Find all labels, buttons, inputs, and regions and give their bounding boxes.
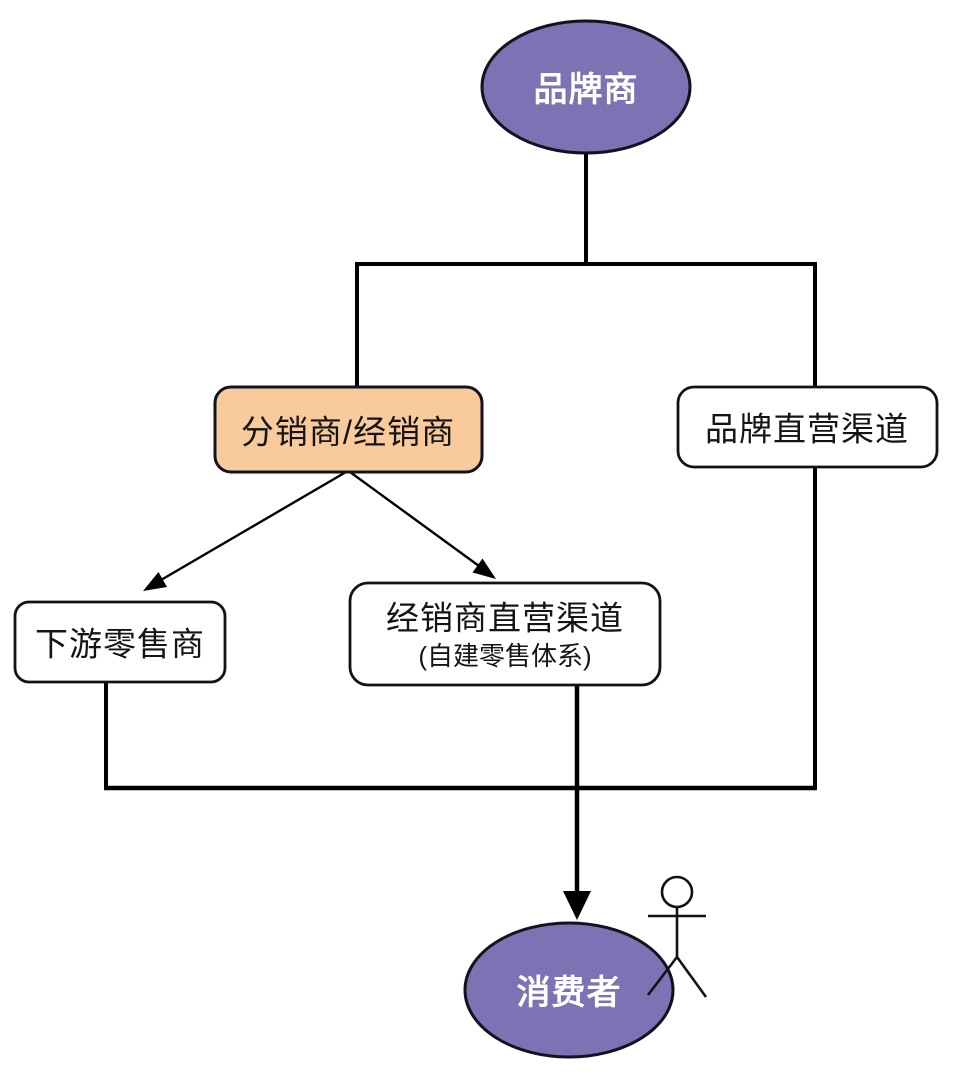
person-actor-icon — [646, 875, 708, 998]
consumer-ellipse — [463, 921, 675, 1059]
distributor-box — [213, 385, 484, 474]
edge-distributor-to-dealer-direct — [349, 471, 496, 579]
arrowhead-consumer — [563, 891, 591, 920]
edge-merge-to-consumer — [104, 465, 817, 920]
distributor-label: 分销商/经销商 — [241, 414, 455, 451]
node-retailer: 下游零售商 — [13, 600, 227, 684]
brand-direct-label: 品牌直营渠道 — [705, 411, 909, 448]
consumer-label: 消费者 — [517, 974, 622, 1012]
retailer-box — [13, 600, 227, 684]
brand-direct-box — [676, 385, 939, 469]
node-brand-direct: 品牌直营渠道 — [676, 385, 939, 469]
node-dealer-direct: 经销商直营渠道 (自建零售体系) — [348, 581, 662, 687]
brand-ellipse — [480, 19, 692, 155]
dealer-direct-label: 经销商直营渠道 — [386, 600, 624, 637]
dealer-direct-sublabel: (自建零售体系) — [418, 641, 591, 671]
dealer-direct-box — [348, 581, 662, 687]
edge-brand-to-branch — [355, 150, 817, 389]
node-consumer: 消费者 — [463, 921, 675, 1059]
node-distributor: 分销商/经销商 — [213, 385, 484, 474]
edge-distributor-to-retailer — [143, 470, 347, 591]
brand-label: 品牌商 — [534, 71, 639, 109]
retailer-label: 下游零售商 — [35, 626, 205, 663]
node-brand: 品牌商 — [480, 19, 692, 155]
